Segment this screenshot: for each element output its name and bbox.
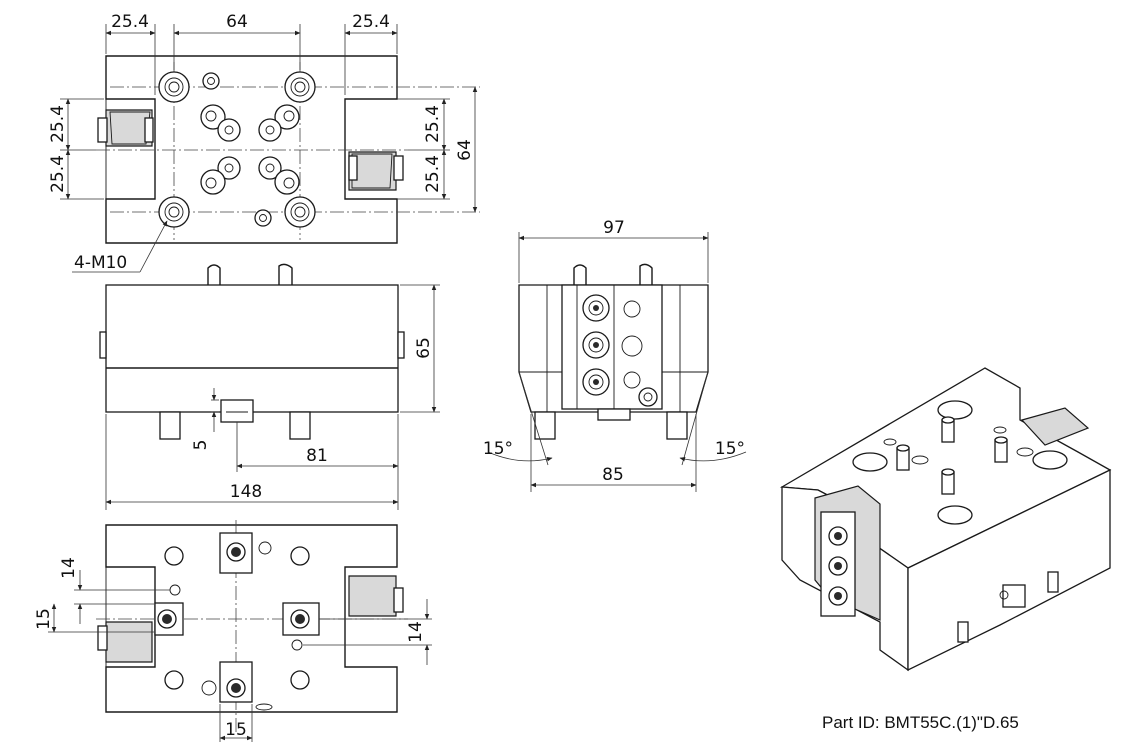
dim-top-hole-span: 64 [226,12,248,32]
side-view: 97 85 15° 15° [483,218,747,492]
dim-angle-right: 15° [715,439,745,459]
bottom-view-outline [105,524,398,713]
dim-bottom-left-a: 14 [59,557,79,579]
dim-key-position: 81 [306,446,328,466]
bottom-key-left [154,602,184,636]
iso-right-face [907,468,1111,672]
dim-top-width-left: 25.4 [111,12,149,32]
m10-hole-bottom-right [284,196,316,228]
isometric-view [779,367,1112,672]
dim-side-top-width: 97 [603,218,625,238]
m10-hole-bottom-left [158,196,190,228]
dim-left-lower: 25.4 [48,155,68,193]
m10-hole-top-right [284,71,316,103]
dim-bottom-left-b: 15 [34,608,54,630]
front-view-key [220,399,254,423]
dim-left-upper: 25.4 [48,105,68,143]
dim-angle-left: 15° [483,439,513,459]
top-view-outline [105,55,398,244]
top-view: 25.4 64 25.4 25.4 25.4 25.4 25.4 64 4-M1… [48,12,480,273]
front-view: 65 5 81 148 [99,263,440,510]
dim-total-length: 148 [230,482,262,502]
thread-callout: 4-M10 [74,253,127,273]
dim-right-upper: 25.4 [423,105,443,143]
part-id: Part ID: BMT55C.(1)"D.65 [822,713,1019,732]
dim-key-offset: 5 [191,440,211,451]
dim-front-height: 65 [414,337,434,359]
dim-bottom-right: 14 [406,621,426,643]
dim-top-width-right: 25.4 [352,12,390,32]
front-view-body [105,284,399,413]
dim-bottom-key-width: 15 [225,720,247,740]
dim-side-base-width: 85 [602,465,624,485]
m10-hole-top-left [158,71,190,103]
bottom-view: 14 15 14 15 [34,520,432,742]
dim-total-height: 64 [455,139,475,161]
iso-pins [896,416,1008,495]
dim-right-lower: 25.4 [423,155,443,193]
